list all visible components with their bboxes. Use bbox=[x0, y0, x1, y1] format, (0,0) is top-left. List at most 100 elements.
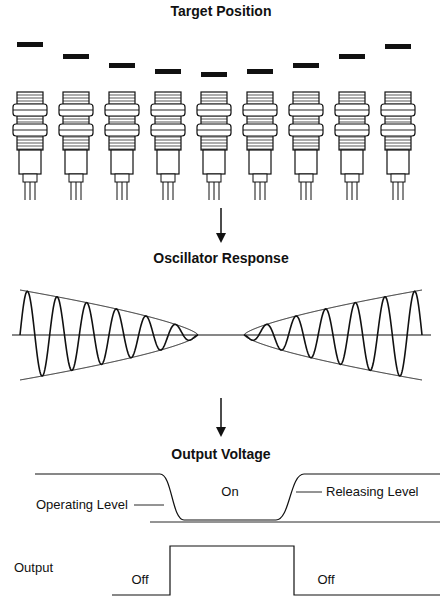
releasing-level-tick bbox=[296, 492, 322, 493]
thread-line bbox=[155, 143, 181, 144]
thread-line bbox=[385, 137, 411, 138]
nut-edge bbox=[289, 110, 323, 111]
thread-line bbox=[385, 140, 411, 141]
hex-nut bbox=[197, 104, 231, 116]
cable-gland bbox=[69, 174, 83, 182]
lead-wire bbox=[122, 182, 123, 200]
lead-wire bbox=[168, 182, 169, 200]
thread-line bbox=[155, 101, 181, 102]
lead-wire bbox=[35, 182, 36, 200]
proximity-sensor bbox=[381, 44, 415, 200]
target-bar bbox=[17, 42, 43, 47]
thread-line bbox=[339, 122, 365, 123]
nut-edge bbox=[335, 110, 369, 111]
threaded-body bbox=[385, 92, 411, 150]
proximity-sensor bbox=[59, 54, 93, 200]
nut-edge bbox=[289, 130, 323, 131]
thread-line bbox=[293, 119, 319, 120]
nut-edge bbox=[381, 130, 415, 131]
thread-line bbox=[155, 122, 181, 123]
threaded-body bbox=[201, 92, 227, 150]
thread-line bbox=[155, 146, 181, 147]
arrow-shaft bbox=[220, 208, 222, 235]
thread-line bbox=[109, 146, 135, 147]
arrow-shaft bbox=[220, 398, 222, 429]
lead-wire bbox=[357, 182, 358, 200]
hex-nut bbox=[197, 124, 231, 136]
threaded-body bbox=[155, 92, 181, 150]
lead-wire bbox=[219, 182, 220, 200]
nut-edge bbox=[151, 110, 185, 111]
thread-line bbox=[339, 140, 365, 141]
oscillator-waveform bbox=[12, 290, 431, 380]
thread-line bbox=[247, 95, 273, 96]
lead-wire bbox=[265, 182, 266, 200]
lead-wire bbox=[352, 182, 353, 200]
hex-nut bbox=[289, 104, 323, 116]
thread-line bbox=[385, 146, 411, 147]
lead-wire bbox=[306, 182, 307, 200]
lead-wire bbox=[403, 182, 404, 200]
nut-edge bbox=[151, 130, 185, 131]
level-label: Releasing Level bbox=[326, 485, 419, 499]
section-heading: Oscillator Response bbox=[153, 251, 288, 266]
lead-wire bbox=[255, 182, 256, 200]
lead-wire bbox=[347, 182, 348, 200]
lead-wire bbox=[301, 182, 302, 200]
lead-wire bbox=[127, 182, 128, 200]
hex-nut bbox=[59, 104, 93, 116]
cable-gland bbox=[253, 174, 267, 182]
operating-level-tick bbox=[134, 505, 164, 506]
thread-line bbox=[109, 95, 135, 96]
thread-line bbox=[155, 119, 181, 120]
thread-line bbox=[17, 149, 43, 150]
hex-nut bbox=[59, 124, 93, 136]
thread-line bbox=[201, 122, 227, 123]
nut-edge bbox=[59, 130, 93, 131]
oscillation-wave bbox=[244, 291, 422, 376]
nut-edge bbox=[105, 130, 139, 131]
thread-line bbox=[63, 137, 89, 138]
sensor-housing bbox=[65, 150, 87, 174]
thread-line bbox=[109, 137, 135, 138]
thread-line bbox=[201, 137, 227, 138]
lead-wire bbox=[214, 182, 215, 200]
lead-wire bbox=[76, 182, 77, 200]
level-label: Operating Level bbox=[36, 498, 128, 512]
cable-gland bbox=[207, 174, 221, 182]
hex-nut bbox=[243, 124, 277, 136]
thread-line bbox=[339, 143, 365, 144]
thread-line bbox=[247, 119, 273, 120]
proximity-sensor bbox=[335, 54, 369, 200]
threaded-body bbox=[247, 92, 273, 150]
hex-nut bbox=[381, 124, 415, 136]
thread-line bbox=[385, 119, 411, 120]
thread-line bbox=[247, 101, 273, 102]
thread-line bbox=[109, 122, 135, 123]
proximity-sensor bbox=[151, 69, 185, 200]
lead-wire bbox=[393, 182, 394, 200]
proximity-sensor bbox=[105, 63, 139, 200]
thread-line bbox=[247, 143, 273, 144]
target-bar bbox=[201, 72, 227, 77]
section-heading: Output Voltage bbox=[171, 447, 270, 462]
target-bar bbox=[247, 69, 273, 74]
lead-wire bbox=[260, 182, 261, 200]
arrow-head bbox=[216, 427, 226, 437]
sensor-housing bbox=[19, 150, 41, 174]
thread-line bbox=[63, 149, 89, 150]
thread-line bbox=[201, 101, 227, 102]
sensor-housing bbox=[387, 150, 409, 174]
thread-line bbox=[17, 119, 43, 120]
hex-nut bbox=[151, 124, 185, 136]
hex-nut bbox=[13, 104, 47, 116]
cable-gland bbox=[391, 174, 405, 182]
nut-edge bbox=[197, 130, 231, 131]
threaded-body bbox=[339, 92, 365, 150]
thread-line bbox=[17, 95, 43, 96]
nut-edge bbox=[13, 130, 47, 131]
thread-line bbox=[339, 119, 365, 120]
hex-nut bbox=[13, 124, 47, 136]
thread-line bbox=[201, 119, 227, 120]
state-label: On bbox=[221, 485, 238, 499]
